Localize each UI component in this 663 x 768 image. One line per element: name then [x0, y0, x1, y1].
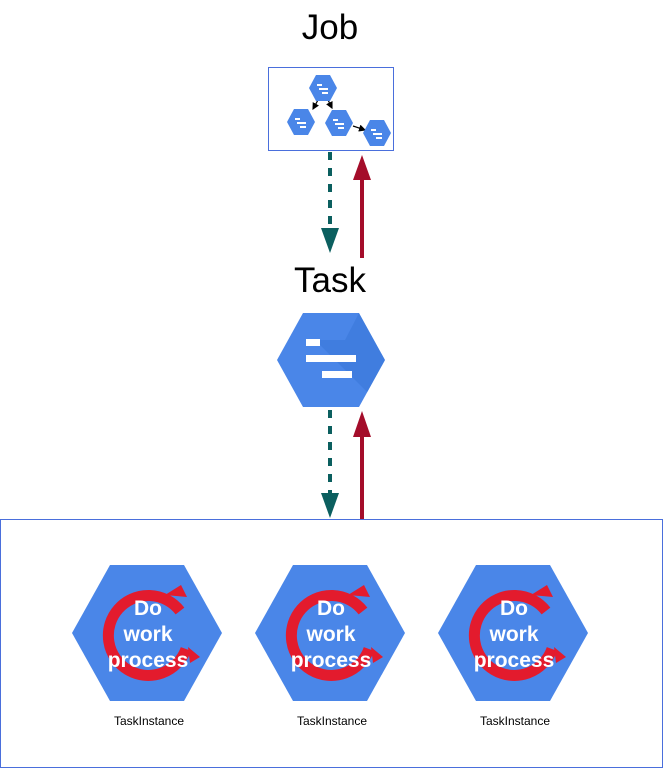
task-instance-icon: Do work process	[72, 565, 222, 701]
task-instance-label: TaskInstance	[296, 714, 368, 728]
instance-line2: work	[122, 623, 172, 646]
instance-line3: process	[108, 649, 189, 672]
dispatch-arrowhead	[321, 493, 339, 518]
dispatch-arrowhead	[321, 228, 339, 253]
task-hex-icon	[277, 313, 385, 407]
instance-line1: Do	[134, 597, 162, 620]
job-graph-icon	[287, 75, 391, 146]
instance-line3: process	[474, 649, 555, 672]
instance-line2: work	[305, 623, 355, 646]
return-arrowhead	[353, 155, 371, 180]
task-instance-icon: Do work process	[438, 565, 588, 701]
task-instance-label: TaskInstance	[479, 714, 551, 728]
task-instance-icon: Do work process	[255, 565, 405, 701]
task-instance-label: TaskInstance	[113, 714, 185, 728]
instance-line3: process	[291, 649, 372, 672]
instance-line1: Do	[500, 597, 528, 620]
instance-line1: Do	[317, 597, 345, 620]
instance-line2: work	[488, 623, 538, 646]
task-title: Task	[294, 261, 366, 300]
job-box	[268, 67, 394, 151]
return-arrowhead	[353, 411, 371, 437]
job-title: Job	[301, 8, 359, 47]
